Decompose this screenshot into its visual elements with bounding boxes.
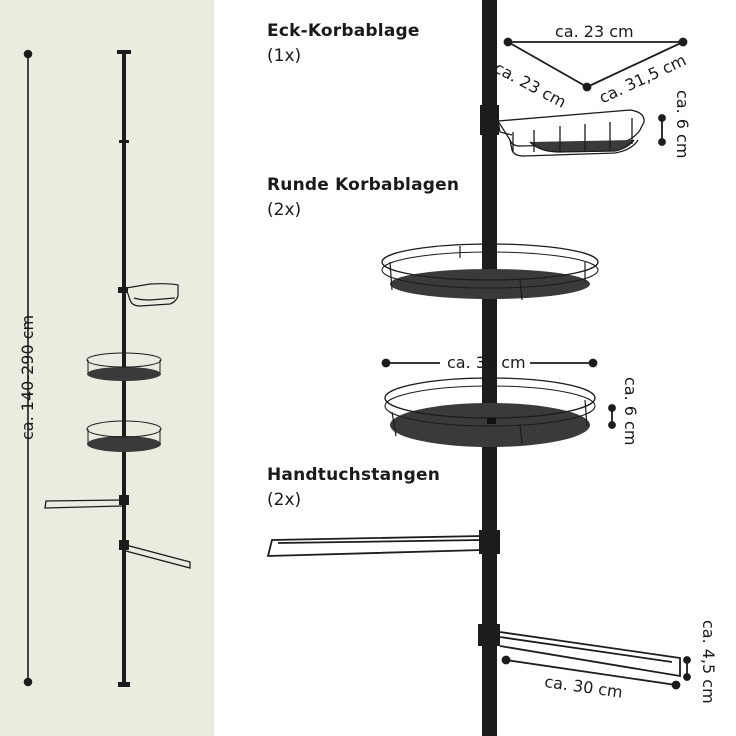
towel-length-marker [501,655,681,690]
total-height-label: ca. 140-290 cm [18,314,37,440]
towel-height-label: ca. 4,5 cm [699,620,718,704]
corner-side-top-label: ca. 23 cm [555,22,634,41]
overview-round-basket-1 [86,352,162,381]
corner-basket-count: (1x) [267,46,302,66]
towel-bar-lower [499,631,681,678]
towel-height-marker [683,656,691,681]
corner-triangle-diagram [503,37,688,92]
round-diameter-label: ca. 30 cm [447,353,526,372]
main-pole [478,0,500,736]
towel-bar-title: Handtuchstangen [267,465,440,485]
round-basket-title: Runde Korbablagen [267,175,460,195]
corner-basket [496,109,645,157]
total-height-dimension-line [23,49,33,687]
round-height-label: ca. 6 cm [621,377,640,446]
round-basket-upper [381,243,599,301]
overview-round-basket-2 [86,420,162,452]
corner-height-label: ca. 6 cm [673,90,692,159]
round-height-marker [608,404,616,429]
towel-bar-upper [266,535,483,557]
round-basket-count: (2x) [267,200,302,220]
overview-towel-bars [44,499,191,569]
round-basket-lower [384,377,596,447]
overview-corner-basket [118,283,179,307]
corner-basket-title: Eck-Korbablage [267,21,420,41]
towel-bar-count: (2x) [267,490,302,510]
corner-height-marker [658,114,666,146]
round-diameter-marker [381,358,598,368]
